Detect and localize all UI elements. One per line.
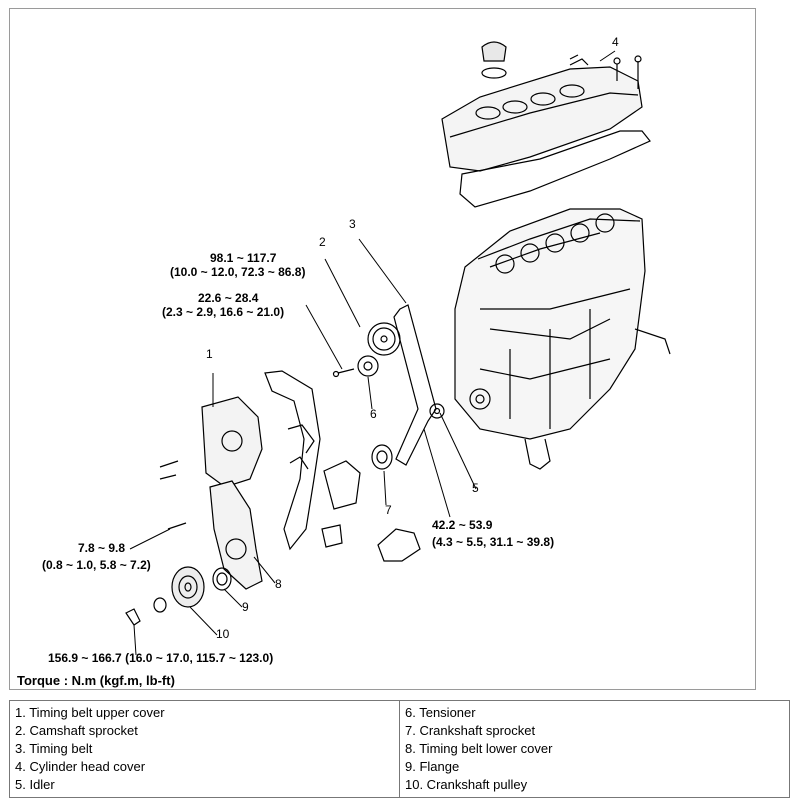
cover-bolt-torque-alt: (0.8 ~ 1.0, 5.8 ~ 7.2): [42, 558, 151, 572]
legend-item: 1. Timing belt upper cover: [15, 705, 165, 720]
legend-item: 7. Crankshaft sprocket: [405, 723, 536, 738]
legend-item: 2. Camshaft sprocket: [15, 723, 138, 738]
legend-item: 4. Cylinder head cover: [15, 759, 146, 774]
torque-unit-note: Torque : N.m (kgf.m, lb-ft): [17, 673, 175, 688]
idler-torque-nm: 42.2 ~ 53.9: [432, 518, 493, 532]
callout-8: 8: [275, 577, 282, 591]
engine-block: [454, 208, 671, 470]
tensioner: [332, 355, 379, 378]
camshaft-torque-alt: (10.0 ~ 12.0, 72.3 ~ 86.8): [170, 265, 306, 279]
timing-belt: [393, 304, 437, 466]
idler-torque-alt: (4.3 ~ 5.5, 31.1 ~ 39.8): [432, 535, 555, 549]
camshaft-torque-nm: 98.1 ~ 117.7: [210, 251, 277, 265]
flange: [212, 567, 232, 591]
callout-9: 9: [242, 600, 249, 614]
crankshaft-pulley: [125, 566, 205, 626]
exploded-diagram: 1 2 3 4 5 6 7 8 9 10 98.1 ~ 117.7 (10.0 …: [9, 8, 756, 690]
camshaft-sprocket: [367, 322, 401, 356]
crankshaft-sprocket: [371, 444, 393, 470]
cover-bolt-torque-nm: 7.8 ~ 9.8: [78, 541, 126, 555]
tensioner-torque-nm: 22.6 ~ 28.4: [198, 291, 259, 305]
legend-column-right: 6. Tensioner 7. Crankshaft sprocket 8. T…: [399, 700, 790, 798]
legend-item: 10. Crankshaft pulley: [405, 777, 528, 792]
idler: [429, 403, 445, 419]
callout-2: 2: [319, 235, 326, 249]
cover-gaskets: [264, 370, 321, 551]
callout-3: 3: [349, 217, 356, 231]
callout-7: 7: [385, 503, 392, 517]
legend-item: 3. Timing belt: [15, 741, 93, 756]
callout-5: 5: [472, 481, 479, 495]
tensioner-torque-alt: (2.3 ~ 2.9, 16.6 ~ 21.0): [162, 305, 285, 319]
legend-item: 5. Idler: [15, 777, 55, 792]
timing-belt-lower-cover: [167, 480, 263, 590]
cylinder-head-cover: [441, 41, 651, 208]
legend-item: 9. Flange: [405, 759, 460, 774]
legend-item: 6. Tensioner: [405, 705, 476, 720]
callout-1: 1: [206, 347, 213, 361]
callout-6: 6: [370, 407, 377, 421]
legend-column-left: 1. Timing belt upper cover 2. Camshaft s…: [9, 700, 400, 798]
legend-item: 8. Timing belt lower cover: [405, 741, 553, 756]
engine-drawing: [125, 41, 671, 656]
pulley-torque: 156.9 ~ 166.7 (16.0 ~ 17.0, 115.7 ~ 123.…: [48, 651, 274, 665]
callout-4: 4: [612, 35, 619, 49]
timing-belt-upper-cover: [159, 396, 263, 488]
callout-10: 10: [216, 627, 230, 641]
parts-legend: 1. Timing belt upper cover 2. Camshaft s…: [9, 700, 790, 798]
brackets: [321, 460, 421, 562]
leader-lines: [129, 50, 616, 656]
